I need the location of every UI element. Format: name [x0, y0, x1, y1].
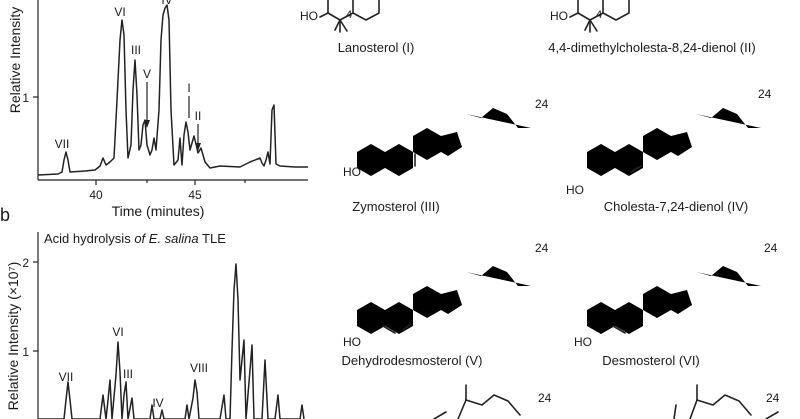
panel-a-y-axis-label: Relative Intensity [7, 7, 23, 114]
molecule-lanosterol [319, 0, 380, 33]
panel-b-y-axis-label: Relative Intensity (×10⁷) [5, 262, 21, 411]
molecule-zymosterol [349, 100, 531, 176]
panel-a-trace [37, 4, 308, 176]
carbon-24-label: 24 [758, 87, 772, 101]
carbon-4-label: 4 [596, 9, 602, 21]
panel-b-title: Acid hydrolysis of E. salina TLE [44, 231, 226, 246]
peak-label: I [187, 81, 190, 95]
ho-label: HO [566, 183, 584, 197]
ho-label: HO [550, 9, 568, 23]
peak-label: VII [55, 137, 70, 151]
peak-label: VI [112, 325, 123, 339]
carbon-4-label: 4 [346, 9, 352, 21]
peak-v-arrowhead [144, 120, 150, 128]
molecule-desmosterol [579, 258, 761, 334]
molecule-cholesta-dienol [579, 100, 761, 176]
ho-label: HO [343, 335, 361, 349]
peak-label: III [131, 43, 141, 57]
panel-b-chromatogram: b 2 1 Relative Intensity (×10⁷) Acid hyd… [0, 205, 305, 419]
carbon-24-label: 24 [535, 241, 549, 255]
molecule-label-desmosterol: Desmosterol (VI) [602, 353, 700, 368]
molecule-partial-bottom-left [433, 384, 521, 419]
molecule-label-cholesta-dienol: Cholesta-7,24-dienol (IV) [604, 199, 749, 214]
molecule-label-zymosterol: Zymosterol (III) [352, 199, 439, 214]
peak-label: IV [152, 396, 163, 410]
carbon-24-label: 24 [764, 241, 778, 255]
carbon-24-label: 24 [766, 391, 780, 405]
peak-label: V [143, 67, 151, 81]
peak-label: VI [114, 5, 125, 19]
panel-a-xtick-label: 40 [89, 188, 103, 202]
panel-a-chromatogram: Relative Intensity 1 40 45 Time (minutes… [7, 0, 308, 219]
peak-label: II [195, 109, 202, 123]
panel-b-trace [38, 263, 305, 419]
panel-b-ytick-label: 1 [22, 345, 29, 359]
molecule-dimethylcholesta [569, 0, 630, 33]
ho-label: HO [574, 335, 592, 349]
peak-label: IV [161, 0, 172, 7]
panel-a-x-axis-label: Time (minutes) [112, 203, 205, 219]
carbon-24-label: 24 [538, 391, 552, 405]
molecule-label-dehydrodesmosterol: Dehydrodesmosterol (V) [342, 353, 483, 368]
peak-label: VII [59, 370, 74, 384]
panel-b-ytick-label: 2 [22, 256, 29, 270]
molecule-dehydrodesmosterol [349, 258, 531, 334]
ho-label: HO [343, 165, 361, 179]
peak-label: III [123, 367, 133, 381]
molecule-label-dimethylcholesta: 4,4-dimethylcholesta-8,24-dienol (II) [548, 40, 755, 55]
panel-b-letter: b [0, 205, 10, 225]
peak-ii-arrowhead [195, 143, 201, 151]
panel-a-xtick-label: 45 [188, 188, 202, 202]
molecule-label-lanosterol: Lanosterol (I) [338, 40, 415, 55]
carbon-24-label: 24 [535, 97, 549, 111]
peak-label: VIII [190, 361, 208, 375]
ho-label: HO [300, 9, 318, 23]
panel-a-ytick-label: 1 [22, 91, 29, 105]
molecule-partial-bottom-right [673, 384, 779, 419]
